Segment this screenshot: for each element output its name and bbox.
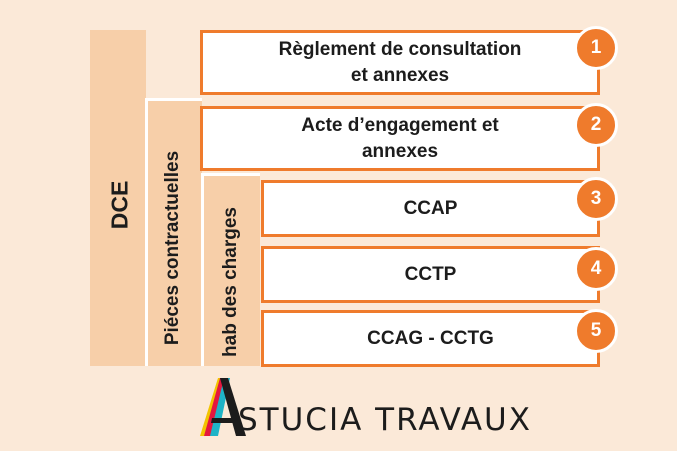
dce-label: DCE xyxy=(106,180,133,230)
number-badge-5: 5 xyxy=(574,309,618,353)
number-badge-3: 3 xyxy=(574,177,618,221)
pieces-contractuelles-label: Piéces contractuelles xyxy=(162,150,183,346)
separator-line xyxy=(201,173,204,366)
item-label-5: CCAG - CCTG xyxy=(367,327,494,349)
cahier-des-charges-label: hab des charges xyxy=(220,207,241,357)
logo-text: STUCIA TRAVAUX xyxy=(238,402,532,438)
astucia-logo-icon xyxy=(200,378,246,436)
number-badge-1: 1 xyxy=(574,26,618,70)
item-box-5: CCAG - CCTG xyxy=(261,310,600,367)
separator-line xyxy=(145,98,148,366)
cahier-des-charges-column xyxy=(202,173,260,366)
item-box-3: CCAP xyxy=(261,180,600,237)
separator-line xyxy=(146,98,202,101)
item-box-4: CCTP xyxy=(261,246,600,303)
number-badge-4: 4 xyxy=(574,247,618,291)
separator-line xyxy=(202,173,260,176)
pieces-contractuelles-column xyxy=(146,98,202,366)
item-box-2: Acte d’engagement et annexes xyxy=(200,106,600,171)
item-label-4: CCTP xyxy=(404,263,457,285)
item-label-3: CCAP xyxy=(403,197,458,219)
dce-column xyxy=(90,30,146,366)
item-box-1: Règlement de consultation et annexes xyxy=(200,30,600,95)
number-badge-2: 2 xyxy=(574,103,618,147)
item-label-1: Règlement de consultation et annexes xyxy=(278,38,522,86)
item-label-2: Acte d’engagement et annexes xyxy=(301,114,499,162)
